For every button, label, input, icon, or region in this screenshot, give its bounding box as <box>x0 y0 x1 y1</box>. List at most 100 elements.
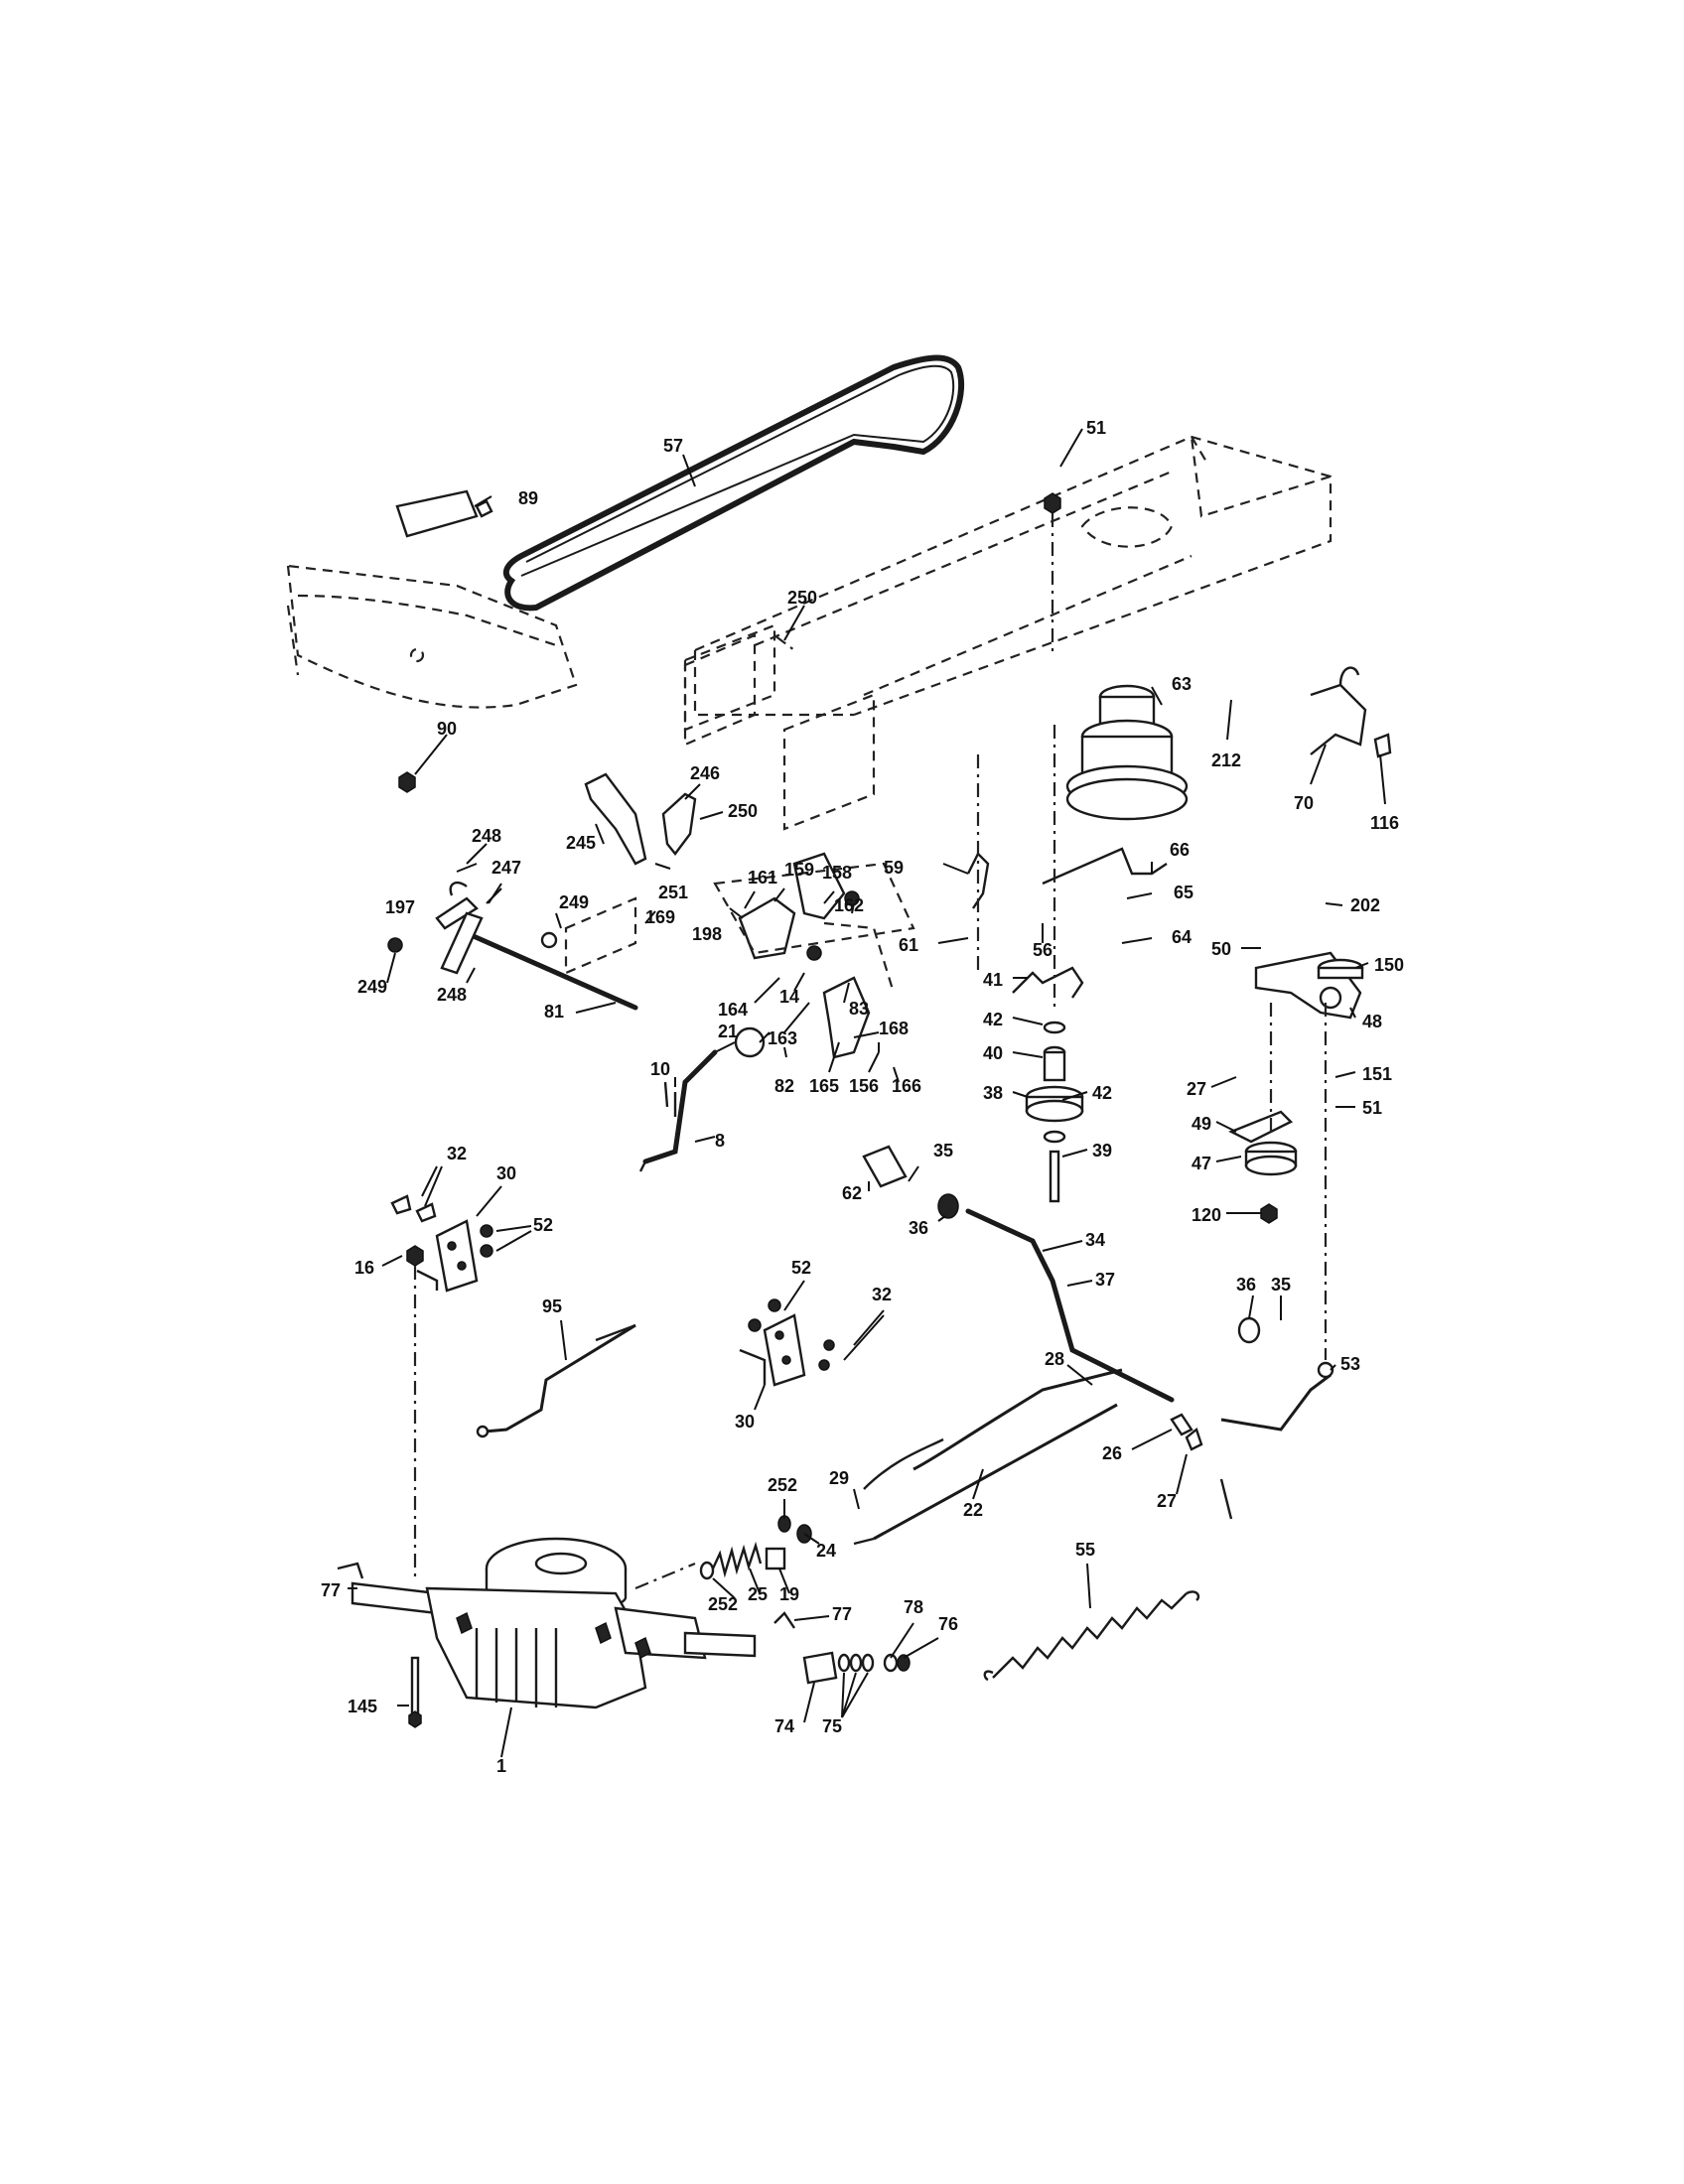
label-52: 52 <box>533 1215 553 1235</box>
idler-arm-245 <box>584 772 647 866</box>
label-77: 77 <box>321 1580 341 1600</box>
pulley-150 <box>1317 958 1364 980</box>
label-48: 48 <box>1362 1012 1382 1031</box>
label-251: 251 <box>658 883 688 902</box>
label-8: 8 <box>715 1131 725 1151</box>
hood-outline <box>286 564 578 709</box>
rod-8 <box>638 1049 718 1172</box>
label-62: 62 <box>842 1183 862 1203</box>
transaxle <box>425 1537 795 1709</box>
bracket-41 <box>1012 966 1084 999</box>
label-53: 53 <box>1340 1354 1360 1374</box>
hood-nut <box>398 771 416 793</box>
washer-36 <box>937 1193 1261 1344</box>
label-162: 162 <box>834 895 864 915</box>
bracket-30-middle <box>739 1298 835 1387</box>
label-40: 40 <box>983 1043 1003 1063</box>
pulley-47 <box>1244 1141 1298 1176</box>
label-252b: 252 <box>708 1594 738 1614</box>
label-42: 42 <box>983 1010 1003 1029</box>
label-150: 150 <box>1374 955 1404 975</box>
label-51b: 51 <box>1362 1098 1382 1118</box>
label-63: 63 <box>1172 674 1192 694</box>
label-34: 34 <box>1085 1230 1105 1250</box>
label-70: 70 <box>1294 793 1314 813</box>
leader-lines <box>348 428 1386 1758</box>
idler-arm-246 <box>661 792 697 856</box>
spring-55 <box>983 1590 1200 1682</box>
label-38: 38 <box>983 1083 1003 1103</box>
label-28: 28 <box>1045 1349 1064 1369</box>
label-247: 247 <box>491 858 521 878</box>
label-159: 159 <box>784 860 814 880</box>
label-56: 56 <box>1033 940 1052 960</box>
bracket-30-left <box>390 1194 493 1293</box>
label-89: 89 <box>518 488 538 508</box>
label-47: 47 <box>1192 1154 1211 1173</box>
label-245: 245 <box>566 833 596 853</box>
rod-28-22 <box>853 1368 1123 1546</box>
label-197: 197 <box>385 897 415 917</box>
label-16: 16 <box>354 1258 374 1278</box>
label-26: 26 <box>1102 1443 1122 1463</box>
roller-62 <box>862 1145 908 1188</box>
label-51: 51 <box>1086 418 1106 438</box>
chassis-frame <box>683 435 1333 831</box>
label-64: 64 <box>1172 927 1192 947</box>
label-246: 246 <box>690 763 720 783</box>
shift-rod-34 <box>965 1208 1175 1403</box>
bracket-49 <box>1228 1110 1294 1144</box>
spring-bracket <box>1310 666 1367 755</box>
rod-95 <box>476 1323 636 1438</box>
label-164: 164 <box>718 1000 748 1020</box>
label-78: 78 <box>904 1597 923 1617</box>
bolt-145 <box>408 1656 422 1728</box>
label-1: 1 <box>496 1756 506 1776</box>
label-65: 65 <box>1174 883 1193 902</box>
label-95: 95 <box>542 1297 562 1316</box>
label-90: 90 <box>437 719 457 739</box>
label-32b: 32 <box>872 1285 892 1304</box>
label-151: 151 <box>1362 1064 1392 1084</box>
label-55: 55 <box>1075 1540 1095 1560</box>
rod-66 <box>1042 847 1168 886</box>
label-248b: 248 <box>437 985 467 1005</box>
label-50: 50 <box>1211 939 1231 959</box>
label-30: 30 <box>496 1163 516 1183</box>
frame-bracket <box>683 633 795 747</box>
part-labels: 57 51 89 250 63 212 70 116 90 246 250 24… <box>321 418 1404 1776</box>
bolt-26-27 <box>1170 1413 1233 1520</box>
label-35: 35 <box>933 1141 953 1160</box>
label-42b: 42 <box>1092 1083 1112 1103</box>
spring-bolt <box>1373 733 1392 758</box>
label-120: 120 <box>1192 1205 1221 1225</box>
label-250: 250 <box>787 588 817 608</box>
label-81: 81 <box>544 1002 564 1022</box>
idler-pulley-38 <box>1025 1021 1084 1203</box>
label-41: 41 <box>983 970 1003 990</box>
label-57: 57 <box>663 436 683 456</box>
label-10: 10 <box>650 1059 670 1079</box>
nut-120 <box>1260 1203 1278 1224</box>
label-83: 83 <box>849 999 869 1019</box>
label-24: 24 <box>816 1541 836 1561</box>
label-76: 76 <box>938 1614 958 1634</box>
brake-shaft <box>387 863 638 1011</box>
label-166: 166 <box>892 1076 921 1096</box>
label-168: 168 <box>879 1019 909 1038</box>
lever-59 <box>966 851 990 909</box>
label-249b: 249 <box>357 977 387 997</box>
hood-plate <box>395 489 493 538</box>
label-49: 49 <box>1192 1114 1211 1134</box>
label-14: 14 <box>779 987 799 1007</box>
label-52b: 52 <box>791 1258 811 1278</box>
label-252: 252 <box>768 1475 797 1495</box>
label-248: 248 <box>472 826 501 846</box>
label-156: 156 <box>849 1076 879 1096</box>
label-19: 19 <box>779 1584 799 1604</box>
bushing-74-75 <box>802 1651 911 1685</box>
label-37: 37 <box>1095 1270 1115 1290</box>
label-39: 39 <box>1092 1141 1112 1160</box>
pin-10 <box>663 1081 677 1117</box>
label-36: 36 <box>909 1218 928 1238</box>
